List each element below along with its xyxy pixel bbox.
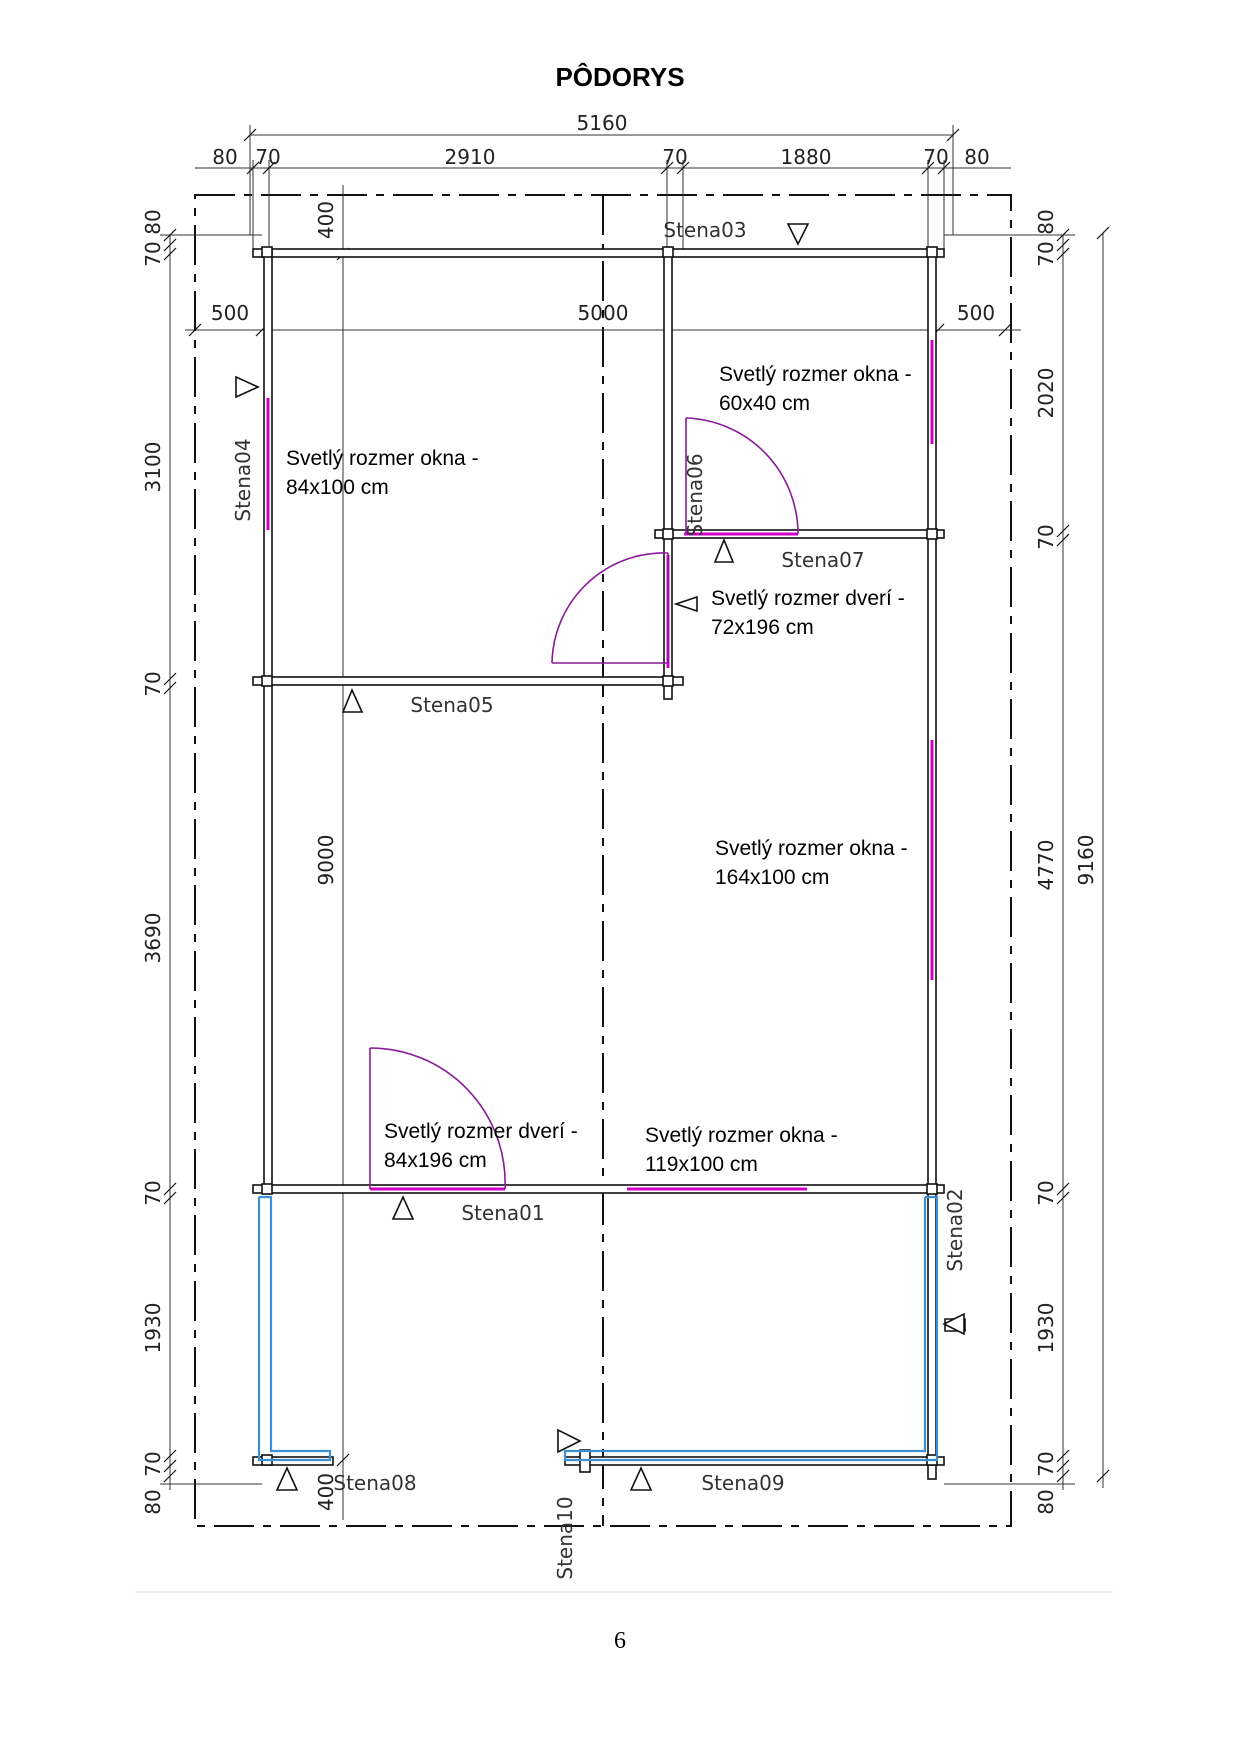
note-window-164x100-line1: Svetlý rozmer okna - [715,837,908,860]
dim-top-seg-6: 70 [923,145,948,169]
opening-notes: Svetlý rozmer okna - 60x40 cm Svetlý roz… [286,363,912,1176]
dim-left-seg-9: 80 [141,1489,165,1514]
note-door-84x196-line1: Svetlý rozmer dverí - [384,1120,578,1143]
dim-right-seg-9: 80 [1034,1489,1058,1514]
wall-label-stena08: Stena08 [333,1471,416,1495]
right-dimensions: 80 70 2020 70 4770 70 1930 70 80 9160 [944,209,1110,1515]
dim-inner-vertical: 9000 [314,835,338,886]
wall-label-stena04: Stena04 [231,438,255,521]
dim-left-seg-8: 70 [141,1451,165,1476]
dim-right-seg-7: 1930 [1034,1303,1058,1354]
dim-left-seg-5: 3690 [141,913,165,964]
walls [252,248,945,1480]
dim-top-seg-3: 2910 [445,145,496,169]
dim-top-seg-4: 70 [662,145,687,169]
door-swing-top [685,417,799,535]
wall-label-stena03: Stena03 [663,218,746,242]
dim-right-seg-2: 70 [1034,241,1058,266]
note-door-72x196-line1: Svetlý rozmer dverí - [711,587,905,610]
dim-right-seg-5: 4770 [1034,840,1058,891]
dim-right-seg-1: 80 [1034,209,1058,234]
doors [369,417,799,1190]
dim-right-total: 9160 [1074,835,1098,886]
dim-left-seg-2: 70 [141,241,165,266]
dim-left-seg-1: 80 [141,209,165,234]
dim-top-offset: 400 [314,201,338,239]
wall-label-stena01: Stena01 [461,1201,544,1225]
note-window-164x100-line2: 164x100 cm [715,866,829,889]
wall-label-stena02: Stena02 [943,1188,967,1271]
wall-label-stena06: Stena06 [683,453,707,536]
dim-inner-left: 500 [211,301,249,325]
wall-markers [235,223,966,1491]
wall-labels: Stena03 Stena04 Stena06 Stena07 Stena05 … [231,218,967,1580]
door-swing-bottom [369,1047,506,1190]
page-number: 6 [614,1628,626,1654]
wall-label-stena10: Stena10 [553,1496,577,1579]
dim-left-seg-7: 1930 [141,1303,165,1354]
top-dimensions: 5160 80 70 2910 70 1880 70 80 500 5000 5… [185,111,1021,337]
dim-bottom-offset: 400 [314,1473,338,1511]
dim-left-seg-6: 70 [141,1180,165,1205]
dim-right-seg-6: 70 [1034,1180,1058,1205]
dim-inner-right: 500 [957,301,995,325]
note-door-72x196-line2: 72x196 cm [711,616,814,639]
note-window-84x100-line2: 84x100 cm [286,476,389,499]
dim-left-seg-4: 70 [141,671,165,696]
door-swing-middle [551,552,669,664]
page-title: PÔDORYS [555,62,685,92]
stena02-marker [942,1312,965,1336]
wall-label-stena07: Stena07 [781,548,864,572]
terrace-railing [257,1195,939,1462]
dim-top-seg-5: 1880 [781,145,832,169]
dim-top-seg-7: 80 [964,145,989,169]
dim-top-seg-2: 70 [255,145,280,169]
note-window-60x40-line1: Svetlý rozmer okna - [719,363,912,386]
dim-inner-middle: 5000 [578,301,629,325]
note-window-60x40-line2: 60x40 cm [719,392,810,415]
dim-right-seg-4: 70 [1034,524,1058,549]
inner-reference-dimension: 400 9000 400 [314,185,350,1520]
note-door-84x196-line2: 84x196 cm [384,1149,487,1172]
dim-left-seg-3: 3100 [141,442,165,493]
dim-top-total: 5160 [577,111,628,135]
note-window-119x100-line2: 119x100 cm [645,1153,758,1176]
wall-label-stena09: Stena09 [701,1471,784,1495]
dim-top-seg-1: 80 [212,145,237,169]
left-dimensions: 80 70 3100 70 3690 70 1930 70 80 [141,209,262,1515]
wall-label-stena05: Stena05 [410,693,493,717]
note-window-119x100-line1: Svetlý rozmer okna - [645,1124,838,1147]
dim-right-seg-8: 70 [1034,1451,1058,1476]
dim-right-seg-3: 2020 [1034,368,1058,419]
note-window-84x100-line1: Svetlý rozmer okna - [286,447,479,470]
